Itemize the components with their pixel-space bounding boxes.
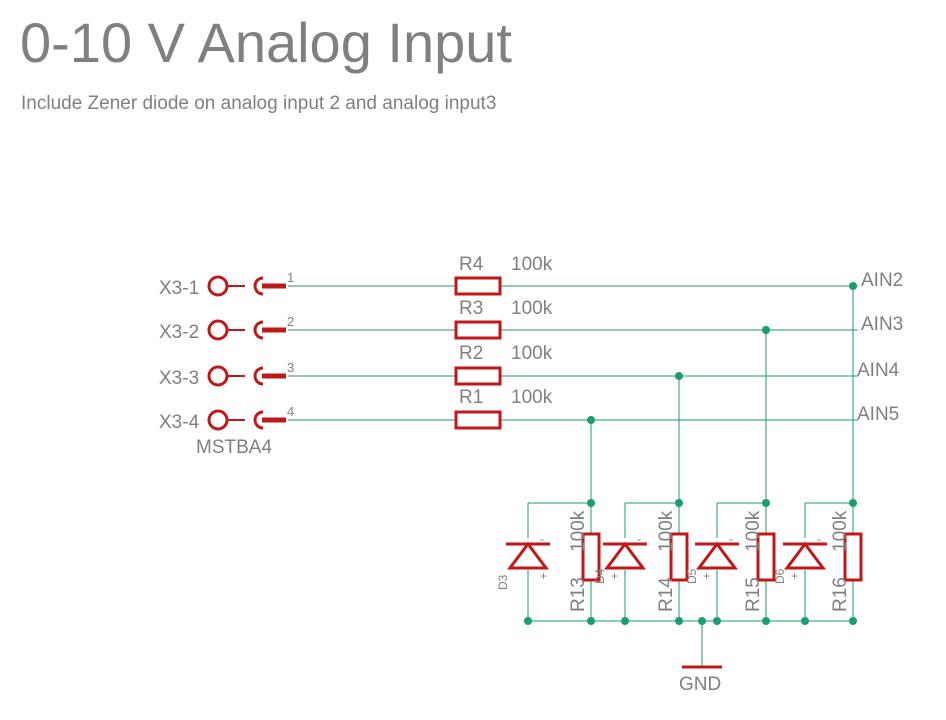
resistor-r16-value: 100k [830,510,851,552]
resistor-r16-name: R16 [830,577,851,612]
resistor-r14-value: 100k [656,510,677,552]
zener-diode-d3 [506,541,550,570]
pin-number-1: 1 [287,270,294,285]
zener-diode-d5 [695,541,739,570]
junction-dots [524,282,857,625]
page-subtitle: Include Zener diode on analog input 2 an… [21,93,497,114]
connector-x3 [207,275,286,431]
pin-label-x3-1: X3-1 [159,278,199,299]
pin-label-x3-3: X3-3 [159,368,199,389]
resistor-r13-value: 100k [568,510,589,552]
diode-d6-minus: - [817,532,821,546]
page-title: 0-10 V Analog Input [20,11,512,74]
pin-number-3: 3 [287,360,294,375]
output-ain2: AIN2 [861,270,903,291]
resistor-r1-value: 100k [511,387,553,408]
connector-pin-4 [207,409,286,431]
series-resistors [454,276,502,430]
resistor-r3-name: R3 [459,298,483,319]
resistor-r2-name: R2 [459,343,483,364]
diode-d3-plus: + [540,569,547,583]
zener-diode-d6 [783,541,827,570]
resistor-r14-name: R14 [656,577,677,612]
output-ain5: AIN5 [857,404,899,425]
diode-d6-name: D6 [773,568,787,584]
diode-d5-plus: + [703,569,710,583]
shunt-resistors [581,532,863,582]
shunt-wires [527,502,854,666]
diode-d6-plus: + [791,569,798,583]
resistor-r13-name: R13 [568,577,589,612]
pin-label-x3-4: X3-4 [159,412,200,433]
pin-label-x3-2: X3-2 [159,322,199,343]
resistor-r4-name: R4 [459,254,484,275]
resistor-r3-value: 100k [511,298,553,319]
connector-pin-1 [207,275,286,297]
tap-wires [590,286,854,503]
zener-diode-d4 [603,541,647,570]
resistor-r4-value: 100k [511,254,553,275]
diode-d5-name: D5 [685,568,699,584]
ground-label: GND [679,674,721,695]
pin-number-4: 4 [287,404,294,419]
output-ain3: AIN3 [861,314,903,335]
diode-d3-minus: - [540,532,544,546]
diode-d4-name: D4 [593,568,607,584]
input-wires [288,285,858,421]
connector-pin-3 [207,365,286,387]
resistor-r15-value: 100k [743,510,764,552]
diode-d3-name: D3 [496,574,510,590]
resistor-r15-name: R15 [743,577,764,612]
diode-d4-minus: - [637,532,641,546]
connector-pin-2 [207,319,286,341]
diode-d5-minus: - [729,532,733,546]
connector-name: MSTBA4 [196,437,272,458]
pin-number-2: 2 [287,314,294,329]
diode-d4-plus: + [611,569,618,583]
resistor-r1-name: R1 [459,387,483,408]
resistor-r2-value: 100k [511,343,553,364]
output-ain4: AIN4 [857,360,900,381]
